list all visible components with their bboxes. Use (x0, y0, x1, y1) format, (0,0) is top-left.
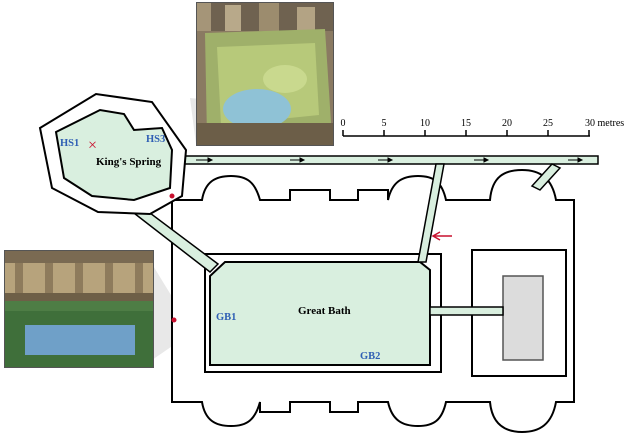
scale-tick-label: 5 (382, 118, 387, 129)
label-hs3: HS3 (146, 134, 165, 145)
scale-bar: 0 5 10 15 20 25 30 metres (341, 118, 624, 137)
scale-tick-label: 0 (341, 118, 346, 129)
sample-dot-bath (171, 317, 177, 323)
label-hs1: HS1 (60, 138, 79, 149)
outflow-basin (502, 275, 544, 361)
flow-arrows (196, 157, 584, 163)
photo-kings-spring (196, 2, 334, 146)
red-flow-arrow (431, 231, 452, 241)
channel-east-drain (530, 163, 562, 191)
label-gb1: GB1 (216, 312, 236, 323)
channel-to-bath-east (417, 163, 445, 263)
scale-tick-label: 20 (502, 118, 512, 129)
scale-tick-label: 15 (461, 118, 471, 129)
label-kings-spring: King's Spring (96, 156, 162, 168)
photo-great-bath (4, 250, 154, 368)
scale-tick-label: 30 metres (585, 118, 624, 129)
scale-tick-label: 10 (420, 118, 430, 129)
channel-bath-outflow (429, 306, 504, 316)
label-gb2: GB2 (360, 351, 380, 362)
sample-dot-spring (169, 193, 175, 199)
label-great-bath: Great Bath (298, 305, 351, 317)
kings-spring-pool (54, 108, 174, 202)
sample-marker-x: × (88, 137, 97, 154)
scale-tick-label: 25 (543, 118, 553, 129)
